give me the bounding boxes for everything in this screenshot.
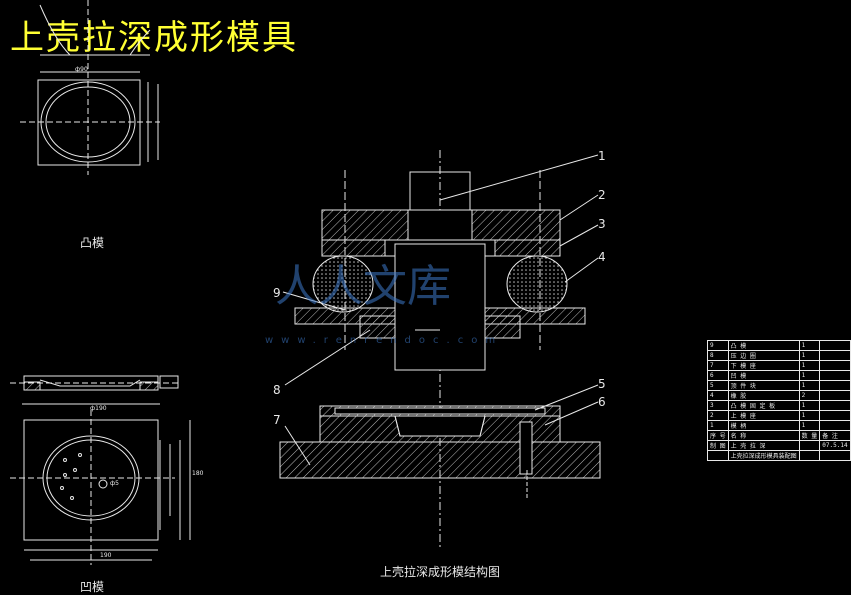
bom-cell: [819, 390, 851, 401]
bom-cell: 橡 胶: [727, 390, 800, 401]
watermark-url: www.renrendoc.com: [265, 335, 504, 346]
bom-cell: 1: [707, 420, 729, 431]
dim-text: ф90: [75, 66, 88, 73]
part-number: 3: [598, 217, 606, 231]
part-number: 8: [273, 383, 281, 397]
bom-cell: 名 称: [727, 430, 800, 441]
bom-cell: 下 模 座: [727, 360, 800, 371]
bom-cell: 模 柄: [727, 420, 800, 431]
bom-cell: 2: [707, 410, 729, 421]
bom-cell: 1: [798, 400, 821, 411]
bom-cell: 上 模 座: [727, 410, 800, 421]
bom-cell: 1: [798, 420, 821, 431]
part-number: 1: [598, 149, 606, 163]
punch-caption: 凸模: [80, 236, 105, 250]
bom-cell: 顶 件 块: [727, 380, 800, 391]
bom-cell: [819, 400, 851, 411]
bom-cell: 6: [707, 370, 729, 381]
bom-cell: 1: [798, 360, 821, 371]
bom-cell: 5: [707, 380, 729, 391]
watermark-logo: 人人文库: [275, 261, 451, 312]
part-number: 2: [598, 188, 606, 202]
bom-cell: [819, 380, 851, 391]
dim-text: ф5: [110, 480, 119, 487]
bom-cell: 9: [707, 340, 729, 351]
bom-cell: 凸 模 固 定 板: [727, 400, 800, 411]
punch-view: [20, 0, 160, 175]
bom-cell: 1: [798, 370, 821, 381]
bom-cell: 凸 模: [727, 340, 800, 351]
dim-text: 180: [192, 470, 204, 477]
drawing-title: 上壳拉深成形模具: [10, 18, 298, 58]
assembly-view: [279, 150, 601, 550]
bom-cell: 数 量: [798, 430, 821, 441]
bom-cell: 上 壳 拉 深: [727, 440, 800, 451]
assembly-caption: 上壳拉深成形模结构图: [380, 565, 501, 579]
bom-cell: [798, 450, 821, 461]
bom-cell: 07.5.14: [819, 440, 851, 451]
bom-row: 制 图上 壳 拉 深 07.5.14: [707, 440, 851, 451]
bom-cell: [819, 360, 851, 371]
part-number: 4: [598, 250, 606, 264]
part-number: 5: [598, 377, 606, 391]
bom-cell: 3: [707, 400, 729, 411]
bom-row: 序 号名 称数 量备 注: [707, 430, 851, 441]
dim-text: ф190: [90, 405, 107, 412]
die-caption: 凹模: [80, 580, 105, 594]
bom-row: 上壳拉深成形模具装配图: [707, 450, 851, 461]
bom-cell: 压 边 圈: [727, 350, 800, 361]
dim-text: 190: [100, 552, 112, 559]
part-number: 7: [273, 413, 281, 427]
bom-cell: [819, 340, 851, 351]
bom-cell: 备 注: [819, 430, 851, 441]
bom-cell: [819, 420, 851, 431]
part-number: 6: [598, 395, 606, 409]
die-view: [10, 375, 191, 565]
bom-cell: [819, 410, 851, 421]
bom-cell: 序 号: [707, 430, 729, 441]
bom-cell: [819, 450, 851, 461]
part-number: 9: [273, 286, 281, 300]
bom-cell: 1: [798, 410, 821, 421]
bom-cell: [707, 450, 729, 461]
bom-cell: 凹 模: [727, 370, 800, 381]
bom-cell: 1: [798, 340, 821, 351]
bom-cell: 4: [707, 390, 729, 401]
bom-cell: [819, 370, 851, 381]
bom-cell: 上壳拉深成形模具装配图: [727, 450, 800, 461]
bom-cell: [819, 350, 851, 361]
bom-cell: 制 图: [707, 440, 729, 451]
bom-cell: 1: [798, 350, 821, 361]
bom-cell: [798, 440, 821, 451]
bom-cell: 7: [707, 360, 729, 371]
bom-cell: 2: [798, 390, 821, 401]
bom-cell: 8: [707, 350, 729, 361]
bom-cell: 1: [798, 380, 821, 391]
